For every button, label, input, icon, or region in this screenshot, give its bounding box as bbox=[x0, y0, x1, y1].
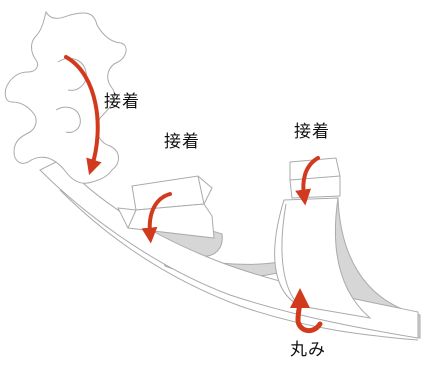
curved-arrow-down-icon bbox=[295, 156, 320, 206]
middle-box-crease bbox=[127, 209, 137, 229]
curved-arrow-down-icon bbox=[141, 192, 172, 244]
base-bottom-edge bbox=[59, 189, 419, 341]
middle-box-crease-2 bbox=[197, 175, 205, 205]
right-block-crease bbox=[289, 175, 341, 181]
right-arch-piece bbox=[274, 157, 372, 319]
instruction-arrows bbox=[64, 55, 323, 334]
middle-box-top bbox=[131, 175, 213, 211]
left-horn-inner-curl-2 bbox=[55, 106, 81, 133]
glue-label-1: 接着 bbox=[104, 92, 140, 112]
glue-label-2: 接着 bbox=[164, 132, 200, 152]
curved-arrow-down-icon bbox=[64, 55, 102, 176]
glue-label-3: 接着 bbox=[294, 122, 330, 142]
middle-box-piece bbox=[117, 175, 215, 239]
right-arch-body bbox=[274, 197, 372, 319]
round-label: 丸み bbox=[290, 340, 326, 360]
curl-arrow-up-icon bbox=[289, 288, 323, 334]
